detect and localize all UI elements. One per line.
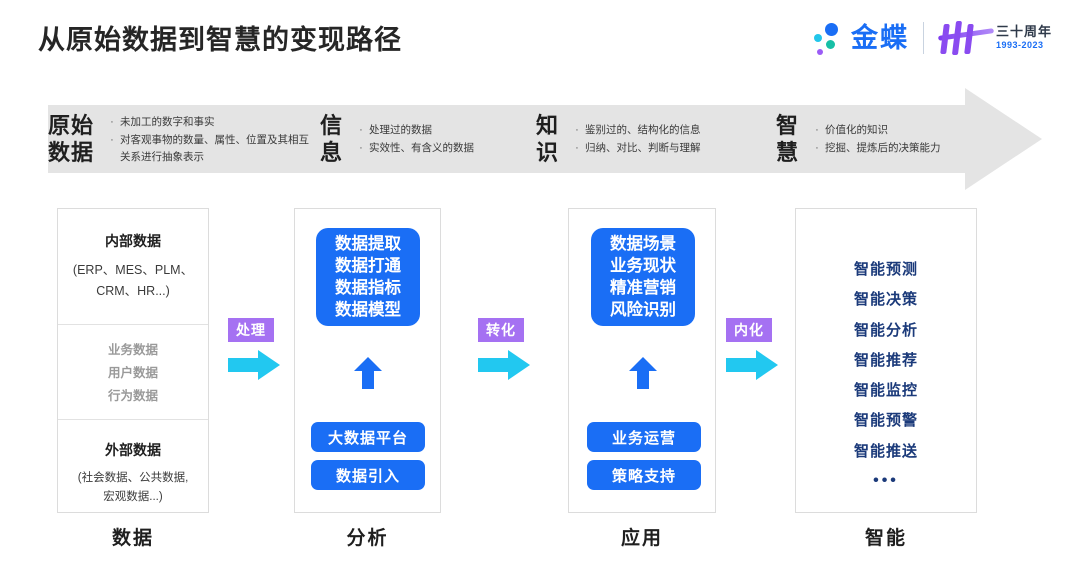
column-label-data: 数据 bbox=[111, 528, 154, 549]
data-type-item: 用户数据 bbox=[107, 365, 158, 380]
analysis-pill-1[interactable]: 大数据平台 bbox=[311, 422, 425, 452]
banner-segment-raw-data: 原始 数据 · 未加工的数字和事实 · 对客观事物的数量、属性、位置及其相互关系… bbox=[48, 105, 320, 175]
banner-bullet: · 归纳、对比、判断与理解 bbox=[569, 140, 701, 158]
anniversary-years: 1993-2023 bbox=[995, 40, 1044, 51]
data-type-item: 行为数据 bbox=[107, 388, 158, 403]
right-arrow-icon bbox=[228, 350, 288, 385]
external-data-heading: 外部数据 bbox=[105, 442, 161, 459]
column-label-application: 应用 bbox=[620, 528, 663, 549]
banner-bullet: · 处理过的数据 bbox=[353, 122, 474, 140]
connector-badge: 转化 bbox=[478, 318, 524, 342]
list-item: 智能预警 bbox=[853, 412, 918, 430]
external-data-section: 外部数据 (社会数据、公共数据, 宏观数据...) bbox=[58, 419, 208, 507]
list-item: 智能监控 bbox=[853, 382, 918, 400]
connector-processing: 处理 bbox=[228, 318, 288, 385]
logo-brand-name: 金蝶 bbox=[850, 22, 909, 53]
banner-bullet: · 实效性、有含义的数据 bbox=[353, 140, 474, 158]
column-label-intelligence: 智能 bbox=[864, 528, 907, 549]
banner-bullet-text: 价值化的知识 bbox=[825, 124, 889, 137]
banner-bullet: · 鉴别过的、结构化的信息 bbox=[569, 122, 701, 140]
up-arrow-icon-application bbox=[629, 357, 657, 389]
banner-bullet: · 挖掘、提炼后的决策能力 bbox=[809, 140, 941, 158]
column-label-analysis: 分析 bbox=[346, 528, 389, 549]
banner-segments: 原始 数据 · 未加工的数字和事实 · 对客观事物的数量、属性、位置及其相互关系… bbox=[48, 105, 988, 175]
banner-bullet: · 未加工的数字和事实 bbox=[104, 114, 310, 132]
anniversary-text: 三十周年 1993-2023 bbox=[995, 24, 1052, 51]
banner-bullet-text: 未加工的数字和事实 bbox=[120, 116, 215, 129]
list-item: 智能推送 bbox=[853, 442, 918, 460]
bullet-dot-icon: · bbox=[110, 116, 114, 129]
bullet-dot-icon: · bbox=[815, 124, 819, 137]
logo-dots-icon bbox=[811, 20, 847, 56]
connector-badge: 内化 bbox=[726, 318, 772, 342]
internal-data-sub: (ERP、MES、PLM、 CRM、HR...) bbox=[72, 263, 194, 298]
external-data-sub: (社会数据、公共数据, 宏观数据...) bbox=[77, 472, 189, 504]
banner-segment-knowledge: 知 识 · 鉴别过的、结构化的信息 · 归纳、对比、判断与理解 bbox=[536, 105, 776, 175]
banner-segment-wisdom: 智 慧 · 价值化的知识 · 挖掘、提炼后的决策能力 bbox=[776, 105, 988, 175]
banner-segment-title: 原始 数据 bbox=[48, 113, 95, 165]
bullet-dot-icon: · bbox=[359, 142, 363, 154]
banner-segment-title: 信 息 bbox=[320, 113, 344, 165]
list-item: 智能预测 bbox=[853, 261, 918, 278]
data-types-section: 业务数据 用户数据 行为数据 bbox=[58, 324, 208, 419]
banner-bullet-text: 鉴别过的、结构化的信息 bbox=[585, 124, 701, 137]
list-item: 智能分析 bbox=[853, 321, 918, 339]
application-capability-card: 数据场景 业务现状 精准营销 风险识别 bbox=[591, 228, 695, 326]
banner-bullet-text: 处理过的数据 bbox=[369, 124, 433, 137]
data-type-item: 业务数据 bbox=[107, 343, 158, 357]
page-title: 从原始数据到智慧的变现路径 bbox=[38, 25, 402, 55]
list-ellipsis: ••• bbox=[873, 472, 899, 490]
column-data: 内部数据 (ERP、MES、PLM、 CRM、HR...) 业务数据 用户数据 … bbox=[57, 208, 209, 513]
connector-internalization: 内化 bbox=[726, 318, 786, 385]
column-intelligence: 智能预测 智能决策 智能分析 智能推荐 智能监控 智能预警 智能推送 ••• bbox=[795, 208, 977, 513]
analysis-pill-2[interactable]: 数据引入 bbox=[311, 460, 425, 490]
internal-data-heading: 内部数据 bbox=[105, 233, 161, 249]
bullet-dot-icon: · bbox=[110, 133, 114, 146]
anniversary-mark-icon bbox=[937, 19, 995, 57]
list-item: 智能推荐 bbox=[853, 351, 918, 369]
banner-bullet: · 价值化的知识 bbox=[809, 122, 941, 140]
bullet-dot-icon: · bbox=[359, 124, 363, 137]
list-item: 智能决策 bbox=[853, 291, 918, 309]
intelligence-list: 智能预测 智能决策 智能分析 智能推荐 智能监控 智能预警 智能推送 ••• bbox=[796, 209, 976, 494]
banner-bullet: · 对客观事物的数量、属性、位置及其相互关系进行抽象表示 bbox=[104, 132, 310, 166]
banner-bullet-text: 挖掘、提炼后的决策能力 bbox=[825, 142, 941, 154]
anniversary-badge: 三十周年 1993-2023 bbox=[937, 19, 1052, 57]
banner-segment-information: 信 息 · 处理过的数据 · 实效性、有含义的数据 bbox=[320, 105, 536, 175]
right-arrow-icon bbox=[478, 350, 538, 385]
analysis-capability-card: 数据提取 数据打通 数据指标 数据模型 bbox=[316, 228, 420, 326]
bullet-dot-icon: · bbox=[815, 142, 819, 154]
banner-segment-title: 智 慧 bbox=[776, 113, 800, 165]
maturity-arrow-banner bbox=[48, 88, 1042, 190]
right-arrow-icon bbox=[726, 350, 786, 385]
banner-bullet-text: 对客观事物的数量、属性、位置及其相互关系进行抽象表示 bbox=[120, 133, 310, 163]
connector-badge: 处理 bbox=[228, 318, 274, 342]
up-arrow-icon-analysis bbox=[354, 357, 382, 389]
application-pill-1[interactable]: 业务运营 bbox=[587, 422, 701, 452]
banner-bullet-text: 实效性、有含义的数据 bbox=[369, 142, 475, 154]
logo-divider bbox=[922, 22, 924, 54]
banner-segment-title: 知 识 bbox=[536, 113, 560, 165]
anniversary-label: 三十周年 bbox=[995, 24, 1052, 40]
connector-transformation: 转化 bbox=[478, 318, 538, 385]
bullet-dot-icon: · bbox=[575, 124, 579, 137]
application-pill-2[interactable]: 策略支持 bbox=[587, 460, 701, 490]
internal-data-section: 内部数据 (ERP、MES、PLM、 CRM、HR...) bbox=[58, 209, 208, 324]
bullet-dot-icon: · bbox=[575, 142, 579, 154]
kingdee-logo: 金蝶 三十周年 1993-2023 bbox=[811, 18, 1052, 58]
banner-bullet-text: 归纳、对比、判断与理解 bbox=[585, 142, 701, 154]
